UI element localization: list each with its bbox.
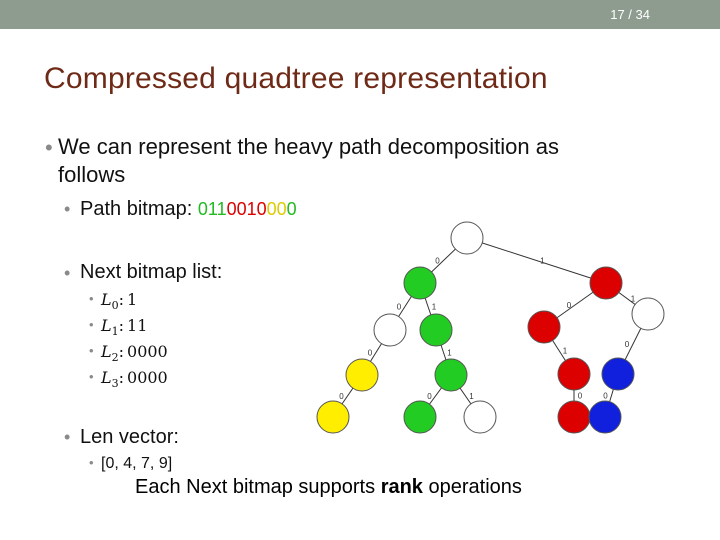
tree-node-green: [434, 358, 468, 392]
tree-node-red: [557, 357, 591, 391]
tree-edge-label: 1: [631, 295, 636, 304]
item-name: L: [101, 342, 112, 361]
len-vector-value: [0, 4, 7, 9]: [101, 455, 173, 472]
path-bitmap-label: Path bitmap:: [80, 198, 193, 220]
path-bit: 0: [266, 199, 277, 219]
path-bit: 1: [216, 199, 227, 219]
path-bit: 0: [286, 199, 297, 219]
item-subscript: 1: [111, 325, 119, 339]
path-bit: 1: [207, 199, 217, 219]
bullet-dot: •: [64, 263, 71, 283]
note-bold: rank: [380, 476, 423, 498]
bullet-dot: •: [89, 291, 94, 306]
tree-edge-label: 0: [339, 392, 344, 401]
tree-edge-label: 0: [625, 340, 630, 349]
tree-node-green: [403, 400, 437, 434]
item-colon: :: [118, 368, 125, 387]
item-value: 11: [127, 316, 148, 335]
rank-note: Each Next bitmap supports rank operation…: [135, 476, 522, 499]
tree-edge-label: 1: [540, 257, 545, 266]
tree-node-green: [419, 313, 453, 347]
tree-edge-label: 0: [427, 392, 432, 401]
tree-node-red: [527, 310, 561, 344]
next-bitmap-item: L0:1: [101, 290, 137, 312]
item-colon: :: [118, 316, 125, 335]
slide-title: Compressed quadtree representation: [44, 62, 548, 95]
note-prefix: Each Next bitmap supports: [135, 476, 381, 498]
bullet-dot: •: [64, 427, 71, 447]
bullet-dot: •: [89, 343, 94, 358]
tree-edge-label: 0: [368, 349, 373, 358]
tree-node-white: [463, 400, 497, 434]
len-vector-label: Len vector:: [80, 426, 179, 448]
tree-node-green: [403, 266, 437, 300]
item-name: L: [101, 290, 112, 309]
next-bitmap-item: L2:0000: [101, 342, 168, 364]
item-colon: :: [118, 290, 125, 309]
next-bitmap-item: L1:11: [101, 316, 147, 338]
path-bit: 0: [197, 199, 208, 219]
tree-edge-label: 0: [603, 392, 608, 401]
tree-edge-label: 0: [567, 301, 572, 310]
item-value: 0000: [127, 342, 168, 361]
bullet-dot: •: [45, 135, 53, 160]
item-subscript: 2: [111, 351, 119, 365]
tree-edge-label: 1: [563, 347, 568, 356]
item-name: L: [101, 316, 112, 335]
path-bitmap-line: Path bitmap: 0110010000: [80, 198, 297, 221]
tree-node-red: [589, 266, 623, 300]
tree-edge-label: 0: [397, 303, 402, 312]
note-suffix: operations: [422, 476, 522, 498]
top-bar: 17 / 34: [0, 0, 720, 29]
path-bit: 0: [276, 199, 287, 219]
bullet-dot: •: [64, 199, 71, 219]
path-bit: 0: [256, 199, 267, 219]
tree-node-yellow: [316, 400, 350, 434]
path-bitmap-value: 0110010000: [198, 199, 297, 219]
bullet-dot: •: [89, 455, 94, 470]
item-value: 1: [127, 290, 138, 309]
tree-edge-label: 0: [578, 392, 583, 401]
next-bitmap-item: L3:0000: [101, 368, 168, 390]
page-number: 17 / 34: [610, 7, 650, 22]
tree-edge-label: 1: [469, 392, 474, 401]
tree-edge-label: 1: [432, 303, 437, 312]
tree-node-white: [373, 313, 407, 347]
tree-node-blue: [601, 357, 635, 391]
path-bit: 0: [226, 199, 237, 219]
item-value: 0000: [127, 368, 168, 387]
item-name: L: [101, 368, 112, 387]
tree-edge-label: 1: [447, 349, 452, 358]
tree-edge: [466, 237, 607, 284]
bullet-text-line1: We can represent the heavy path decompos…: [58, 134, 560, 159]
next-bitmap-label: Next bitmap list:: [80, 261, 223, 283]
path-bit: 0: [236, 199, 247, 219]
tree-node-white: [450, 221, 484, 255]
bullet-dot: •: [89, 317, 94, 332]
tree-node-yellow: [345, 358, 379, 392]
tree-node-white: [631, 297, 665, 331]
tree-edge-label: 0: [435, 257, 440, 266]
item-subscript: 0: [111, 299, 119, 313]
path-bit: 1: [246, 199, 257, 219]
item-subscript: 3: [111, 377, 119, 391]
bullet-dot: •: [89, 369, 94, 384]
bullet-text-line2: follows: [58, 162, 126, 187]
tree-node-red: [557, 400, 591, 434]
item-colon: :: [118, 342, 125, 361]
tree-node-blue: [588, 400, 622, 434]
